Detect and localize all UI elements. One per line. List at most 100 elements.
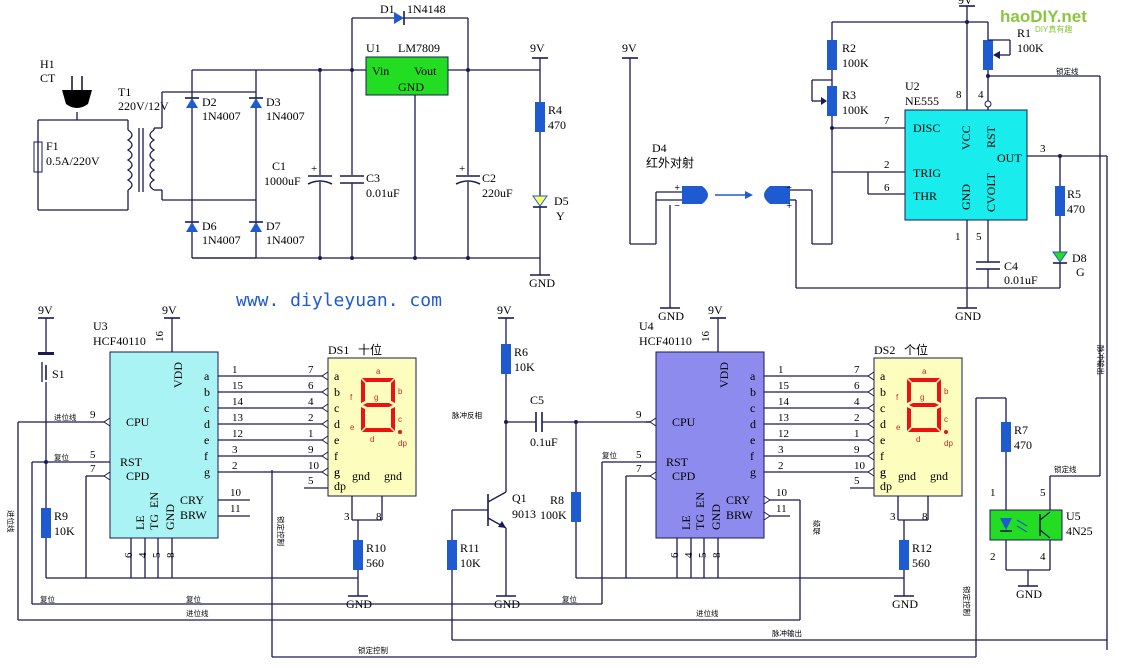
ir-emitter <box>682 186 708 204</box>
u4-disp-pin-num: 2 <box>854 412 860 424</box>
svg-text:4: 4 <box>683 552 695 558</box>
u3-tg: TG <box>147 514 161 530</box>
ds1-pin-d: d <box>334 417 340 431</box>
u3-seg-arrow <box>321 371 329 381</box>
u2-disc: DISC <box>913 121 940 135</box>
u4-seg-arrow <box>867 419 875 429</box>
svg-text:1: 1 <box>955 231 961 243</box>
v9-label-top: 9V <box>530 41 545 55</box>
ds2-seg-label-d: d <box>916 435 920 444</box>
ds1-segment-c <box>391 407 395 431</box>
d4-value: 红外对射 <box>646 155 694 170</box>
u3-seg-arrow <box>321 435 329 445</box>
ds1-pin-e: e <box>334 433 339 447</box>
d8-value: G <box>1076 265 1085 279</box>
ds1-segment-a <box>362 378 394 382</box>
reset-label-bottom-2: 复位 <box>186 594 201 604</box>
ds2-seg-label-c: c <box>944 415 948 424</box>
lock-line-label: 锁定线 <box>1056 66 1079 76</box>
svg-text:8: 8 <box>376 511 382 523</box>
u4-seg-arrow <box>867 371 875 381</box>
regulator-u1 <box>365 56 449 96</box>
u3-seg-pin-f: f <box>204 449 208 463</box>
u4-pin-num: 3 <box>778 444 784 456</box>
d5-label: D5 <box>554 194 569 208</box>
r2-label: R2 <box>842 41 856 55</box>
svg-text:4: 4 <box>1040 551 1046 563</box>
counter-u4 <box>655 351 765 539</box>
timer-section: 9V GND + − − + D4 红外对射 R2 100K <box>622 0 1108 650</box>
u4-seg-pin-b: b <box>750 385 756 399</box>
counter-u3 <box>109 351 219 539</box>
timer-u2 <box>904 109 1028 221</box>
ds2-pin-g2: g <box>880 465 886 479</box>
ds1-seg-label-a: a <box>376 367 381 376</box>
ds1-seg-label-g: g <box>374 393 378 402</box>
u4-cry: CRY <box>726 493 750 507</box>
u3-disp-pin-num: 10 <box>308 460 320 472</box>
r7-value: 470 <box>1014 438 1032 452</box>
u4-pin-num: 2 <box>778 460 784 472</box>
u3-seg-pin-c: c <box>204 401 209 415</box>
u4-le: LE <box>679 515 693 530</box>
v9-label-s1: 9V <box>38 303 53 317</box>
u4-disp-pin-num: 1 <box>854 428 860 440</box>
resistor-r5 <box>1055 186 1065 216</box>
u1-vin: Vin <box>372 64 389 78</box>
c3-label: C3 <box>366 171 380 185</box>
diode-d2 <box>186 98 198 108</box>
led-d8 <box>1052 251 1068 263</box>
svg-text:5: 5 <box>976 231 982 243</box>
d2-value: 1N4007 <box>202 109 241 123</box>
u4-seg-arrow <box>867 451 875 461</box>
ds2-label: DS2 <box>874 343 895 357</box>
u3-pin-num: 15 <box>232 380 244 392</box>
ds1-segment-e <box>361 407 365 431</box>
u4-seg-pin-c: c <box>750 401 755 415</box>
u3-seg-arrow <box>321 387 329 397</box>
q1-label: Q1 <box>512 491 527 505</box>
r9-label: R9 <box>54 509 68 523</box>
svg-text:5: 5 <box>90 449 96 461</box>
svg-text:4: 4 <box>978 89 984 101</box>
gnd-d4: GND <box>658 309 684 323</box>
svg-text:11: 11 <box>230 503 241 515</box>
gnd-power: GND <box>529 276 555 290</box>
diode-d6 <box>186 222 198 232</box>
ds2-seg-label-g: g <box>920 393 924 402</box>
r3-label: R3 <box>842 88 856 102</box>
svg-text:6: 6 <box>884 182 890 194</box>
svg-text:−: − <box>786 183 792 192</box>
u4-seg-pin-d: d <box>750 417 756 431</box>
website-url: www. diyleyuan. com <box>236 290 442 311</box>
u4-disp-pin-num: 9 <box>854 444 860 456</box>
potentiometer-r3 <box>827 86 837 116</box>
v9-label-u2: 9V <box>958 0 973 7</box>
reset-label-bottom-1: 复位 <box>40 594 55 604</box>
ds1-pin-b: b <box>334 385 340 399</box>
resistor-r6 <box>501 344 511 374</box>
svg-text:3: 3 <box>1040 143 1046 155</box>
ds2-pin-c: c <box>880 401 885 415</box>
ds1-pin-f: f <box>334 449 338 463</box>
ds1-segment-dp <box>398 430 402 434</box>
r11-label: R11 <box>460 541 480 555</box>
svg-text:8: 8 <box>922 511 928 523</box>
svg-text:5: 5 <box>697 552 709 558</box>
u3-pin-num: 14 <box>232 396 244 408</box>
u3-label: U3 <box>93 319 108 333</box>
counter-u3-section: U3 HCF40110 9V 16 VDD CPU RST CPD CRY BR… <box>6 303 358 657</box>
d3-label: D3 <box>266 95 281 109</box>
u3-seg-arrow <box>321 467 329 477</box>
resistor-r4 <box>535 102 545 132</box>
r6-value: 10K <box>514 360 535 374</box>
u2-cvolt: CVOLT <box>984 172 998 212</box>
pulse-out-label-right: 脉冲输出 <box>1096 345 1106 375</box>
r12-label: R12 <box>912 541 932 555</box>
u4-seg-pin-g: g <box>750 465 756 479</box>
u3-pin-num: 3 <box>232 444 238 456</box>
u4-cpd: CPD <box>672 469 696 483</box>
ds2-seg-label-f: f <box>896 393 899 402</box>
plug-icon <box>62 90 92 108</box>
pulse-section: 9V R6 10K 脉冲反相 C5 0.1uF R8 100K Q1 9013 … <box>447 303 1107 641</box>
